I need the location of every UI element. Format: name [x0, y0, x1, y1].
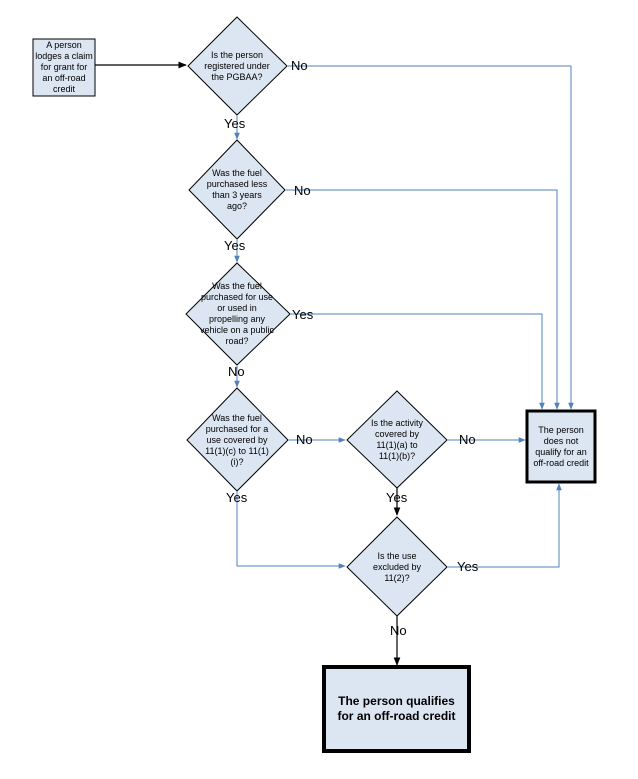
- label-public-road-no: No: [228, 364, 245, 379]
- label-fuel-3-years-no: No: [294, 183, 311, 198]
- not-qualify-box: [525, 409, 597, 484]
- label-excluded-no: No: [390, 623, 407, 638]
- excluded-question: Is the use excluded by 11(2)?: [372, 550, 422, 583]
- label-use-covered-yes: Yes: [226, 490, 248, 505]
- label-fuel-3-years-yes: Yes: [224, 238, 246, 253]
- arrow-excluded-yes: [447, 483, 562, 568]
- start-text: A person lodges a claim for grant for an…: [35, 40, 93, 94]
- label-excluded-yes: Yes: [457, 559, 479, 574]
- arrow-registered-no: [287, 65, 574, 410]
- not-qualify-text: The person does not qualify for an off-r…: [533, 424, 589, 468]
- fuel-3-years-question: Was the fuel purchased less than 3 years…: [206, 168, 268, 211]
- label-public-road-yes: Yes: [292, 307, 314, 322]
- arrow-fuel-3-years-no: [285, 189, 560, 410]
- arrow-public-road-yes: [290, 313, 545, 410]
- label-registered-no: No: [291, 58, 308, 73]
- qualifies-text: The person qualifies for an off-road cre…: [337, 694, 456, 723]
- registered-question: Is the person registered under the PGBAA…: [204, 49, 270, 82]
- activity-covered-question: Is the activity covered by 11(1)(a) to 1…: [370, 418, 424, 461]
- arrow-use-covered-yes: [236, 491, 346, 569]
- public-road-question: Was the fuel purchased for use or used i…: [199, 281, 275, 346]
- label-use-covered-no: No: [296, 432, 313, 447]
- label-registered-yes: Yes: [224, 116, 246, 131]
- label-activity-covered-no: No: [459, 432, 476, 447]
- label-activity-covered-yes: Yes: [386, 490, 408, 505]
- use-covered-question: Was the fuel purchased for a use covered…: [205, 412, 269, 467]
- start-box: [32, 38, 96, 97]
- qualifies-box: [322, 665, 471, 753]
